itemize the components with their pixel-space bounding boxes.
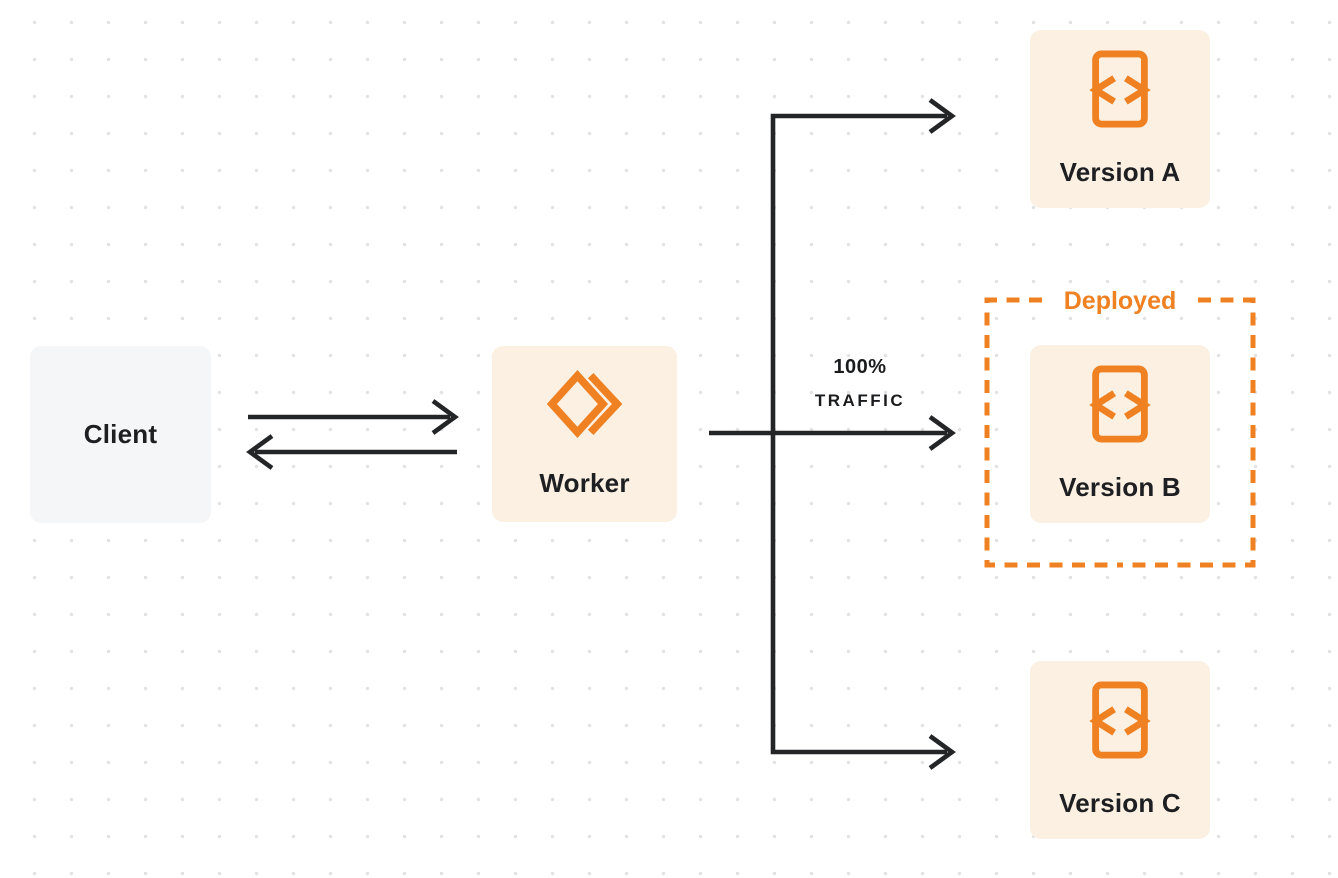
client-to-worker-arrow <box>248 399 459 435</box>
branch-line <box>770 113 947 755</box>
version-b-label: Version B <box>1059 472 1181 502</box>
code-document-icon <box>1088 681 1152 764</box>
traffic-word-text: TRAFFIC <box>814 391 906 410</box>
version-a-arrowhead <box>928 98 956 134</box>
node-worker: Worker <box>492 346 677 522</box>
code-document-icon <box>1088 365 1152 448</box>
version-c-label: Version C <box>1059 788 1181 818</box>
node-client: Client <box>30 346 211 523</box>
node-version-b: Version B <box>1030 345 1210 523</box>
version-c-arrowhead <box>928 734 956 770</box>
worker-to-client-arrow <box>246 434 457 470</box>
client-label: Client <box>83 419 158 449</box>
deployed-annotation: Deployed <box>1063 287 1177 315</box>
worker-label: Worker <box>539 468 630 498</box>
node-version-c: Version C <box>1030 661 1210 839</box>
code-document-icon <box>1088 50 1152 133</box>
node-version-a: Version A <box>1030 30 1210 208</box>
version-b-arrowhead <box>928 415 956 451</box>
traffic-annotation: 100% TRAFFIC <box>795 351 925 417</box>
cloudflare-workers-logo-icon <box>545 369 625 444</box>
traffic-percent-text: 100% <box>833 356 887 378</box>
version-a-label: Version A <box>1059 157 1181 187</box>
